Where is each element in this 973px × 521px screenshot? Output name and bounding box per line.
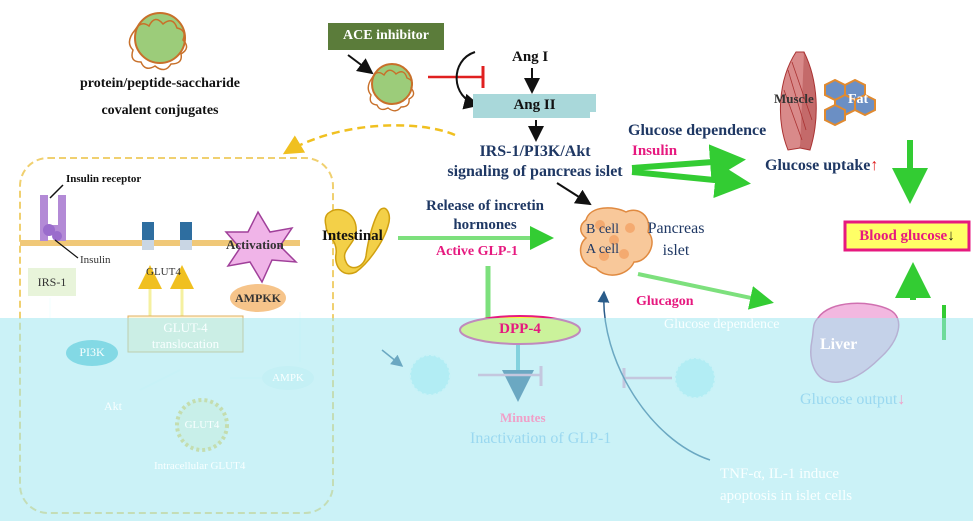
ampkk-label: AMPKK [235, 291, 281, 305]
ang2-label: Ang II [513, 97, 556, 113]
b-cell-label: B cell [586, 222, 620, 237]
incretin-line2: hormones [453, 217, 517, 233]
glucose-dependence-top: Glucose dependence [628, 122, 767, 139]
glut4-channel-2 [180, 222, 192, 240]
dpp4-label: DPP-4 [499, 321, 541, 337]
glucose-uptake-label: Glucose uptake↑ [765, 157, 878, 175]
insulin-pointer [54, 239, 79, 259]
ang1-label: Ang I [512, 49, 549, 65]
output-down-arrow-icon: ↓ [897, 391, 906, 408]
fat-icon [824, 78, 876, 127]
dpp4-conjugate-arrow [381, 349, 404, 367]
a-cell-label: A cell [586, 242, 620, 257]
glut4-circle-label: GLUT4 [184, 419, 220, 431]
pancreas-icon [579, 207, 653, 276]
ang2-box [473, 94, 596, 118]
dpp4-conjugate-icon [409, 354, 451, 396]
down-arrow-icon: ↓ [947, 228, 955, 244]
ampkk-ellipse [230, 284, 286, 312]
pancreas-line1: Pancreas [647, 220, 705, 237]
glucose-output-text: Glucose output [800, 391, 898, 408]
glucagon-arrow [637, 272, 774, 310]
glucagon-label: Glucagon [636, 294, 694, 309]
glut4-channel-1-base [142, 240, 154, 250]
ace-inhibitor-box [328, 23, 444, 50]
pancreas-line2: islet [662, 242, 690, 259]
irs1-label: IRS-1 [37, 275, 67, 289]
ace-arrow [347, 54, 374, 75]
dashed-curve [282, 124, 456, 155]
muscle-icon [780, 51, 817, 151]
ace-conjugate-icon [367, 63, 415, 112]
fat-label: Fat [848, 92, 869, 107]
glut4-channel-1 [142, 222, 154, 240]
irs-pathway-line1: IRS-1/PI3K/Akt [479, 143, 591, 160]
akt-label: Akt [104, 399, 122, 413]
insulin-arrow-1 [631, 144, 746, 181]
incretin-line1: Release of incretin [425, 198, 545, 214]
irs1-box [28, 268, 76, 296]
tnf-line1: TNF-α, IL-1 induce [720, 466, 840, 482]
activation-label: Activation [226, 237, 284, 252]
intracellular-glut4-label: Intracellular GLUT4 [154, 460, 246, 472]
conjugate-label-1: protein/peptide-saccharide [80, 76, 240, 91]
blood-glucose-text: Blood glucose [859, 228, 948, 244]
glut4-channel-2-base [180, 240, 192, 250]
active-glp1-label: Active GLP-1 [436, 244, 519, 259]
glut4-label: GLUT4 [146, 266, 181, 278]
akt-line [139, 369, 181, 391]
conjugate-icon [128, 12, 188, 71]
up-arrow-icon: ↑ [870, 157, 879, 174]
tnf-conjugate-icon [674, 357, 716, 399]
insulin-small-label: Insulin [80, 254, 111, 266]
liver-label: Liver [820, 336, 858, 353]
intestinal-icon [324, 207, 391, 275]
conjugate-label-2: covalent conjugates [101, 103, 219, 118]
muscle-label: Muscle [774, 91, 814, 106]
ace-curve-arrow [455, 51, 480, 110]
insulin-arrow-2 [631, 162, 751, 199]
blood-glucose-box [843, 220, 971, 252]
receptor-pointer [49, 184, 64, 199]
pathway-arrow [556, 182, 592, 206]
tnf-line2: apoptosis in islet cells [720, 488, 853, 504]
pi3k-label: PI3K [79, 345, 105, 359]
insulin-receptor-icon [40, 195, 66, 241]
glucose-output-label: Glucose output↓ [800, 391, 905, 409]
insulin-receptor-label: Insulin receptor [66, 173, 142, 185]
blood-glucose-label: Blood glucose↓ [845, 228, 969, 245]
glut4-translocation-line1: GLUT-4 [163, 320, 208, 335]
intestinal-label: Intestinal [322, 228, 383, 244]
ampk-label: AMPK [272, 372, 304, 384]
glucose-dependence-bottom: Glucose dependence [664, 317, 780, 332]
activation-star [224, 210, 298, 284]
inactivation-label: Inactivation of GLP-1 [470, 430, 612, 447]
irs-pathway-line2: signaling of pancreas islet [447, 163, 623, 180]
glut4-translocation-line2: translocation [151, 336, 220, 351]
ace-inhibitor-label: ACE inhibitor [343, 28, 429, 43]
insulin-hormone-label: Insulin [632, 143, 678, 159]
glucose-uptake-text: Glucose uptake [765, 157, 871, 174]
minutes-label: Minutes [500, 410, 546, 425]
